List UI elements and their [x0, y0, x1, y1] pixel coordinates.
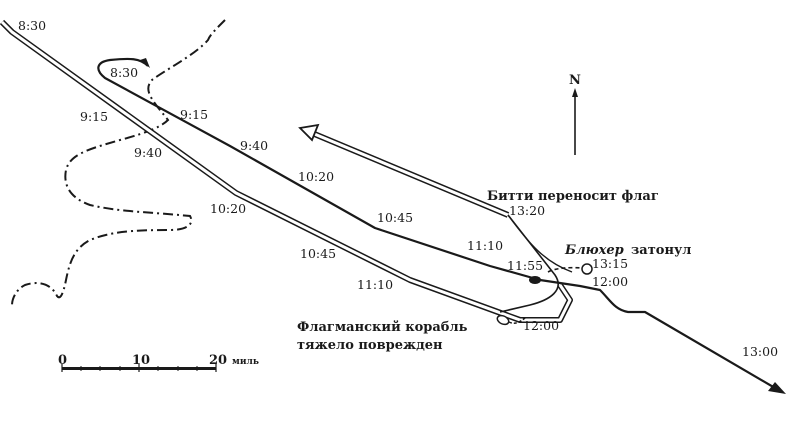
damaged-flagship-marker — [496, 314, 510, 326]
time-label: 8:30 — [18, 18, 46, 33]
time-label: 9:40 — [240, 138, 268, 153]
time-label: 9:15 — [180, 107, 208, 122]
dashdot-track — [11, 19, 226, 306]
scale-unit: миль — [232, 357, 259, 367]
double-track-west — [0, 19, 573, 323]
scale-tick-0: 0 — [58, 353, 67, 368]
track-end-arrowhead — [768, 382, 786, 394]
time-label: 11:10 — [467, 238, 503, 253]
time-label: 13:15 — [592, 256, 628, 271]
time-label: 13:20 — [509, 203, 545, 218]
time-label: 11:10 — [357, 277, 393, 292]
blucher-dashed-path — [547, 266, 583, 273]
scale-bar — [61, 364, 217, 372]
time-label: 8:30 — [110, 65, 138, 80]
time-label: 12:00 — [592, 274, 628, 289]
return-arrowhead — [298, 123, 320, 142]
flagship-annotation-line1: Флагманский корабль — [297, 320, 468, 335]
loop-arrowhead — [140, 58, 150, 68]
flagship-annotation-line2: тяжело поврежден — [297, 338, 443, 353]
beatty-flag-annotation: Битти переносит флаг — [487, 189, 659, 204]
time-label: 10:45 — [300, 246, 336, 261]
track-segment-1320 — [499, 214, 559, 313]
time-label: 11:55 — [507, 258, 543, 273]
time-label: 9:15 — [80, 109, 108, 124]
ship-marker-1155 — [529, 276, 541, 284]
scale-tick-10: 10 — [132, 353, 150, 368]
compass-label: N — [569, 73, 581, 88]
solid-track-main — [97, 57, 776, 389]
time-label: 10:20 — [298, 169, 334, 184]
blucher-name: Блюхер — [564, 243, 624, 258]
blucher-sunk-marker — [581, 263, 593, 275]
time-label: 12:00 — [523, 318, 559, 333]
time-label: 10:45 — [377, 210, 413, 225]
blucher-sunk-annotation: затонул — [631, 243, 691, 258]
time-label: 13:00 — [742, 344, 778, 359]
time-label: 9:40 — [134, 145, 162, 160]
scale-tick-20: 20 — [209, 353, 227, 368]
time-label: 10:20 — [210, 201, 246, 216]
north-arrow-icon — [572, 88, 578, 155]
